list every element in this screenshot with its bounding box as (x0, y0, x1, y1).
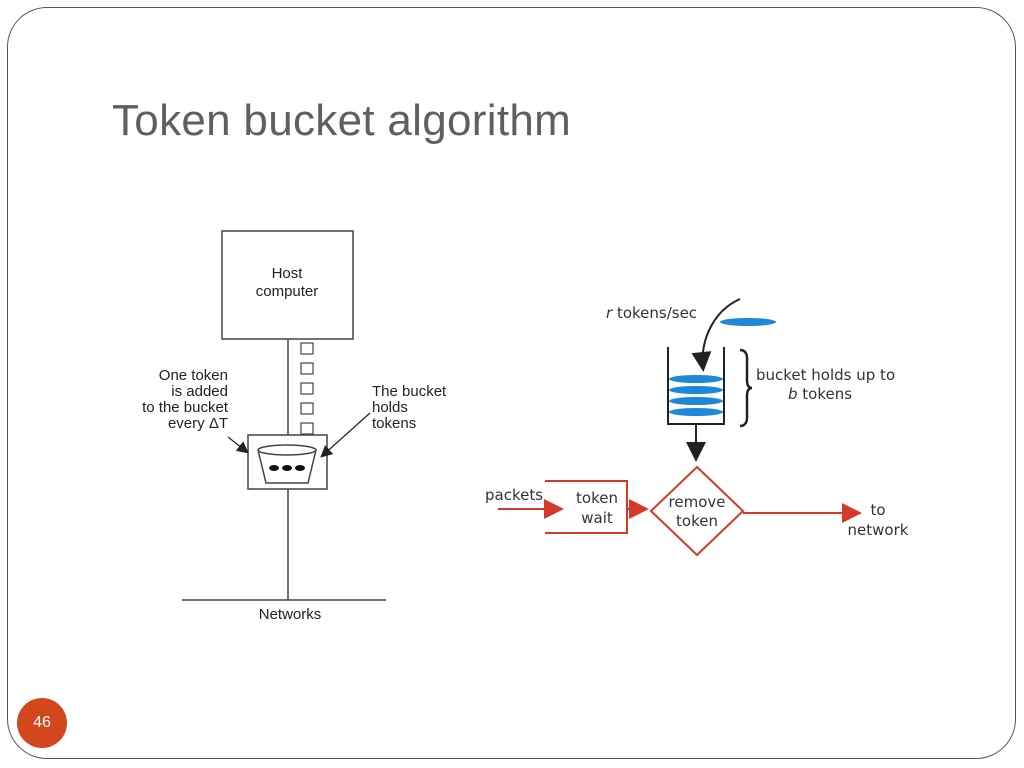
incoming-token (720, 318, 776, 326)
capacity-label-line2: b tokens (788, 385, 852, 403)
queued-token (300, 402, 314, 415)
queued-tokens (300, 342, 314, 435)
queued-token (300, 382, 314, 395)
packets-label: packets (485, 486, 543, 504)
bucket-tokens-right (669, 375, 723, 416)
added-label-line2: is added (171, 383, 228, 400)
remove-label-line1: remove (669, 493, 726, 511)
wait-label-line1: token (576, 489, 618, 507)
rate-text: tokens/sec (612, 304, 697, 322)
capacity-text: tokens (798, 385, 853, 403)
added-arrow (227, 436, 249, 454)
left-diagram: Host computer Networks One token is adde… (142, 230, 447, 623)
slide-number-badge: 46 (17, 698, 67, 748)
bucket-token (669, 386, 723, 394)
wait-label-line2: wait (581, 509, 613, 527)
holds-label-line2: holds (372, 399, 408, 416)
holds-arrow (320, 412, 371, 458)
remove-token-diamond (649, 465, 745, 557)
bucket-token (669, 397, 723, 405)
holds-label-line3: tokens (372, 415, 416, 432)
bucket-token (669, 408, 723, 416)
rate-label: r tokens/sec (606, 304, 697, 322)
capacity-label-line1: bucket holds up to (756, 366, 895, 384)
bucket-body (257, 449, 317, 484)
bucket-rim (257, 444, 317, 456)
rate-var: r (606, 304, 613, 322)
token-wait-box (545, 480, 628, 534)
bucket-token (282, 465, 292, 471)
queued-token (300, 342, 314, 355)
bucket-token (269, 465, 279, 471)
remove-label-line2: token (676, 512, 718, 530)
host-label-line2: computer (256, 283, 319, 300)
queued-token (300, 422, 314, 435)
dest-label-line2: network (848, 521, 909, 539)
slide-frame (7, 7, 1016, 759)
added-label-line3: to the bucket (142, 399, 229, 416)
capacity-var: b (788, 385, 798, 403)
bucket-tokens (269, 465, 305, 471)
bucket-token (669, 375, 723, 383)
added-label-line1: One token (159, 367, 228, 384)
holds-label-line1: The bucket (372, 383, 447, 400)
right-diagram: r tokens/sec bucket holds up to b tokens… (485, 298, 909, 557)
dest-label-line1: to (870, 501, 885, 519)
host-label-line1: Host (272, 265, 304, 282)
slide-title: Token bucket algorithm (112, 96, 572, 145)
network-label: Networks (259, 606, 322, 623)
queued-token (300, 362, 314, 375)
incoming-arrow (691, 298, 741, 372)
added-label-line4: every ΔT (168, 415, 228, 432)
bucket-token (295, 465, 305, 471)
bucket-box (247, 434, 328, 490)
capacity-brace (739, 348, 753, 428)
